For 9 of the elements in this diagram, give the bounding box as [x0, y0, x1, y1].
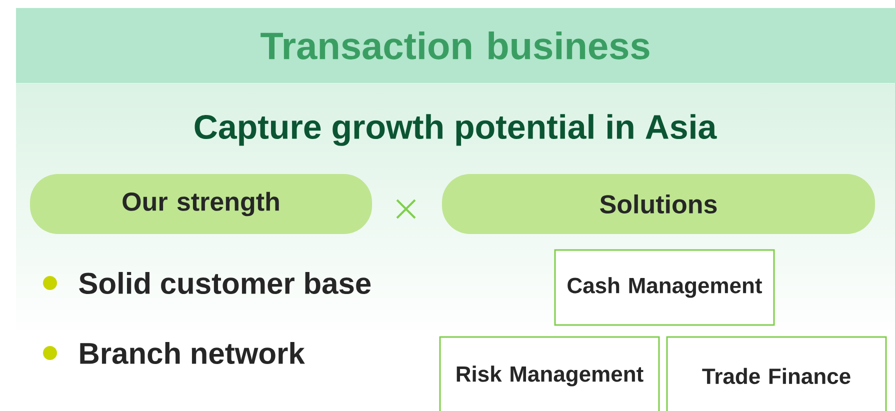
title: Capture growth potential in Asia	[194, 114, 717, 146]
solution-box: Cash Management	[554, 249, 775, 326]
rounded-pill: Solutions	[442, 174, 875, 234]
bullet-text: Branch network	[80, 342, 305, 364]
solution-box: Trade Finance	[666, 336, 887, 411]
header-band: Transaction business	[16, 8, 895, 83]
solution-box: Risk Management	[439, 336, 660, 411]
rounded-pill: Our strength	[30, 174, 372, 234]
bullet-text: Solid customer base	[79, 272, 371, 294]
